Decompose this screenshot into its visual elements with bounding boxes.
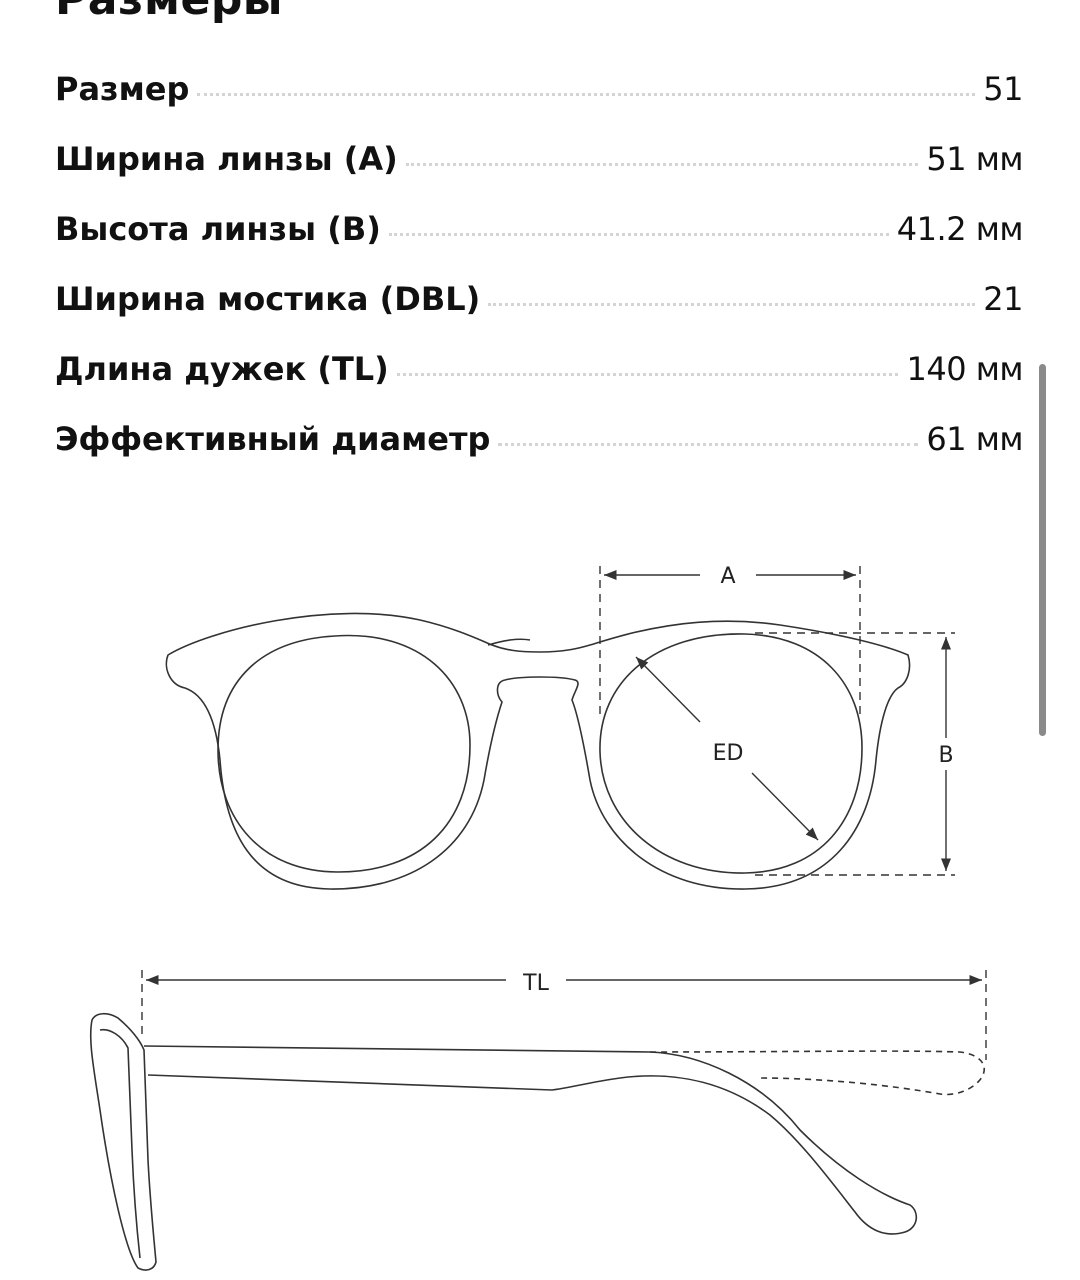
lens-side-edge [99,1028,141,1259]
dotted-leader [405,162,919,166]
bridge-detail [487,638,531,646]
frame-side-outline [89,1012,157,1271]
spec-row-effective-diameter: Эффективный диаметр 61 мм [55,420,1023,490]
scrollbar-thumb[interactable] [1039,364,1046,736]
spec-row-bridge-width: Ширина мостика (DBL) 21 [55,280,1023,350]
spec-value: 51 мм [926,140,1023,178]
dotted-leader [488,302,976,306]
spec-row-lens-height: Высота линзы (B) 41.2 мм [55,210,1024,280]
temple-arm [143,1045,918,1235]
effective-diameter-dimension [635,656,819,841]
dotted-leader [197,92,976,96]
spec-value: 51 [983,70,1023,108]
temple-tip-dashed [649,1050,985,1096]
temple-length-dimension [141,970,987,1060]
glasses-side-view [89,1012,985,1271]
lens-height-dimension [755,632,955,876]
right-lens [599,633,863,874]
spec-row-temple-length: Длина дужек (TL) 140 мм [55,350,1023,420]
glasses-front-view [165,612,911,890]
spec-label: Ширина линзы (A) [55,140,398,178]
spec-label: Эффективный диаметр [55,420,491,458]
spec-value: 61 мм [926,420,1023,458]
spec-value: 21 [983,280,1023,318]
effective-diameter-label: ED [713,741,744,766]
spec-label: Ширина мостика (DBL) [55,280,481,318]
specs-list: Размер 51 Ширина линзы (A) 51 мм Высота … [55,70,1024,490]
temple-length-label: TL [522,971,549,996]
spec-row-size: Размер 51 [55,70,1023,140]
spec-value: 140 мм [906,350,1023,388]
spec-label: Размер [55,70,190,108]
lens-height-label: B [938,743,953,768]
spec-row-lens-width: Ширина линзы (A) 51 мм [55,140,1023,210]
lens-width-dimension [599,566,861,718]
frame-front-outline [165,612,911,890]
page-title: Размеры [55,0,283,22]
spec-value: 41.2 мм [896,210,1024,248]
dotted-leader [388,232,889,236]
dotted-leader [498,442,919,446]
spec-label: Длина дужек (TL) [55,350,389,388]
left-lens [217,634,471,873]
spec-label: Высота линзы (B) [55,210,381,248]
lens-width-label: A [720,564,735,589]
dotted-leader [396,372,899,376]
